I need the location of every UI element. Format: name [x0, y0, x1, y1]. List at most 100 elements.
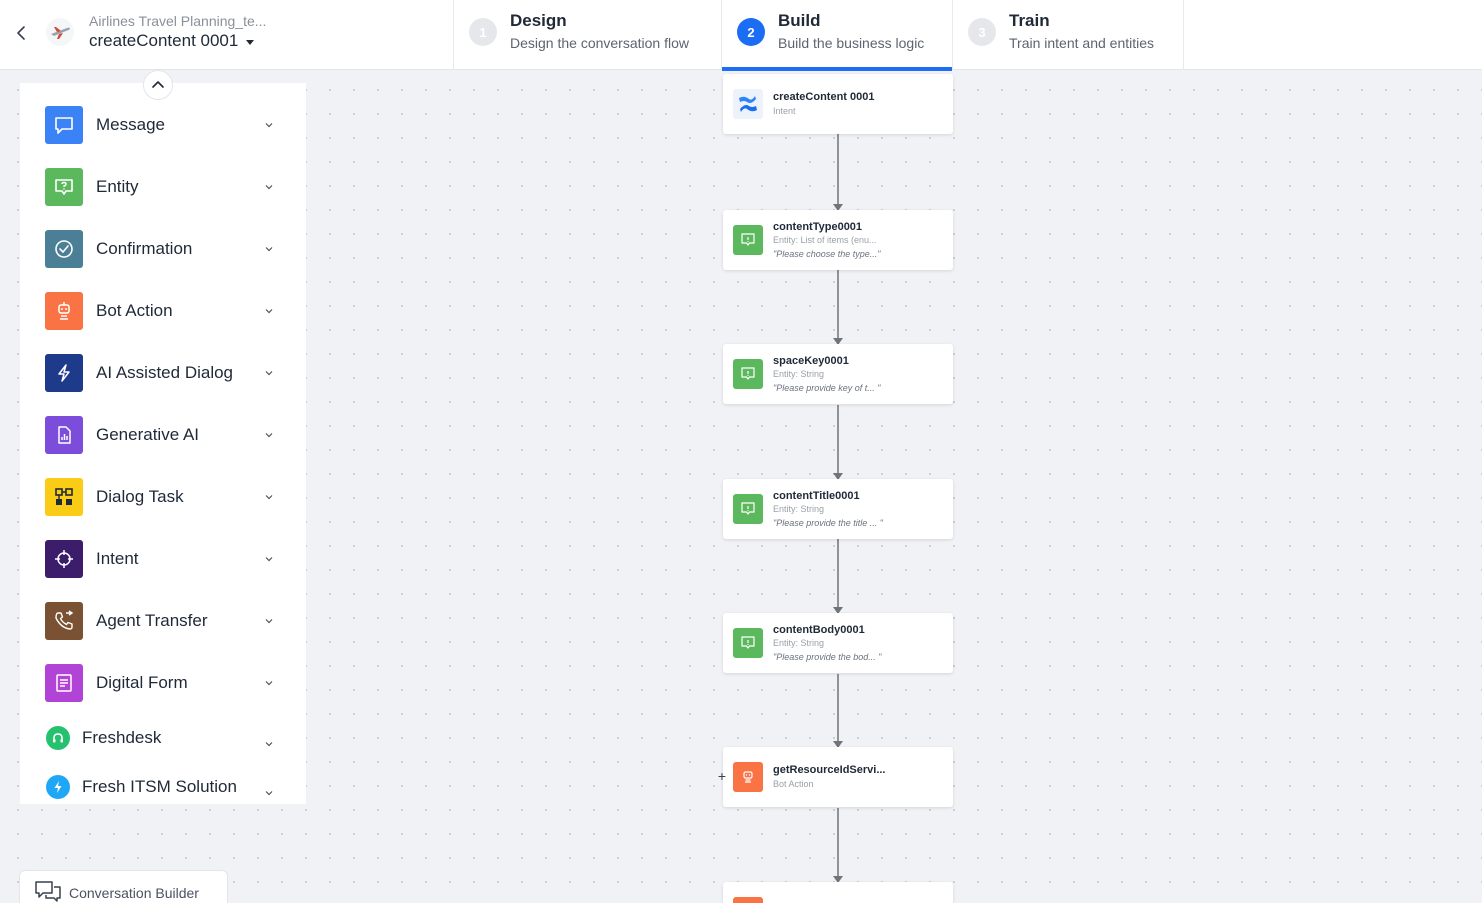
palette-item-message[interactable]: Message — [20, 100, 306, 150]
generative-ai-icon — [45, 416, 83, 454]
chevron-up-icon — [152, 81, 164, 88]
bot-action-icon — [733, 762, 763, 792]
chevron-down-icon — [265, 309, 273, 314]
flow-connector — [833, 808, 843, 883]
palette-item-label: Fresh ITSM Solution — [82, 777, 237, 796]
palette-item-fresh-itsm-solution[interactable]: Fresh ITSM Solution — [20, 762, 306, 804]
palette-item-freshdesk[interactable]: Freshdesk — [20, 713, 306, 763]
step-subtitle: Train intent and entities — [1009, 35, 1155, 51]
confirmation-icon — [45, 230, 83, 268]
palette-item-label: Dialog Task — [96, 487, 184, 506]
node-subtitle: Entity: String — [773, 504, 825, 514]
conversation-builder-label: Conversation Builder — [69, 885, 199, 901]
node-prompt: "Please choose the type..." — [773, 249, 881, 259]
caret-down-icon — [246, 40, 255, 45]
node-title: contentBody0001 — [773, 624, 865, 636]
step-build[interactable]: 2 Build Build the business logic — [722, 0, 953, 71]
airplane-logo-icon — [46, 18, 74, 46]
chevron-down-icon — [265, 681, 273, 686]
palette-item-dialog-task[interactable]: Dialog Task — [20, 472, 306, 522]
palette-item-bot-action[interactable]: Bot Action — [20, 286, 306, 336]
flow-node-bot-action[interactable]: + getResourceIdServi... Bot Action — [718, 747, 953, 807]
chevron-down-icon — [265, 619, 273, 624]
chevron-down-icon — [265, 742, 273, 747]
step-title: Build — [778, 11, 821, 30]
digital-form-icon — [45, 664, 83, 702]
entity-icon — [45, 168, 83, 206]
palette-item-intent[interactable]: Intent — [20, 534, 306, 584]
node-subtitle: Entity: String — [773, 369, 825, 379]
entity-icon — [733, 628, 763, 658]
node-palette: Message Entity Confirmation Bot Action A… — [20, 83, 306, 804]
step-number: 2 — [737, 18, 765, 46]
node-subtitle: Entity: List of items (enu... — [773, 235, 877, 245]
palette-item-label: Generative AI — [96, 425, 200, 444]
node-prompt: "Please provide the bod... " — [773, 652, 882, 662]
palette-item-entity[interactable]: Entity — [20, 162, 306, 212]
flow-node-entity[interactable]: spaceKey0001 Entity: String "Please prov… — [723, 344, 953, 404]
message-icon — [45, 106, 83, 144]
chevron-down-icon — [265, 433, 273, 438]
palette-item-label: AI Assisted Dialog — [96, 363, 234, 382]
palette-item-label: Confirmation — [96, 239, 193, 258]
step-number: 1 — [469, 18, 497, 46]
flow-connector — [833, 270, 843, 345]
chevron-down-icon — [265, 185, 273, 190]
flow-node-intent[interactable]: createContent 0001 Intent — [723, 74, 953, 134]
step-train[interactable]: 3 Train Train intent and entities — [953, 0, 1184, 70]
node-prompt: "Please provide the title ... " — [773, 518, 883, 528]
node-subtitle: Intent — [773, 106, 796, 116]
entity-icon — [733, 359, 763, 389]
palette-item-label: Entity — [96, 177, 139, 196]
chevron-down-icon — [265, 371, 273, 376]
flow-node-bot-action[interactable] — [723, 882, 953, 903]
collapse-palette-button[interactable] — [143, 70, 173, 100]
palette-item-label: Intent — [96, 549, 139, 568]
palette-item-label: Message — [96, 115, 165, 134]
flow-node-entity[interactable]: contentType0001 Entity: List of items (e… — [723, 210, 953, 270]
app-name: Airlines Travel Planning_te... — [89, 13, 267, 29]
chevron-down-icon — [265, 247, 273, 252]
step-design[interactable]: 1 Design Design the conversation flow — [454, 0, 722, 70]
palette-item-confirmation[interactable]: Confirmation — [20, 224, 306, 274]
fresh-itsm-icon — [46, 775, 70, 799]
palette-item-label: Freshdesk — [82, 728, 162, 747]
confluence-icon — [733, 89, 763, 119]
freshdesk-icon — [46, 726, 70, 750]
flow-connector — [833, 539, 843, 614]
node-title: getResourceIdServi... — [773, 764, 886, 776]
task-name-label: createContent 0001 — [89, 31, 239, 50]
chevron-down-icon — [265, 791, 273, 796]
back-arrow-icon[interactable] — [10, 22, 32, 44]
palette-item-digital-form[interactable]: Digital Form — [20, 658, 306, 708]
add-node-button[interactable]: + — [717, 768, 727, 784]
step-title: Design — [510, 11, 567, 30]
node-title: contentType0001 — [773, 221, 863, 233]
step-number: 3 — [968, 18, 996, 46]
chevron-down-icon — [265, 123, 273, 128]
node-title: spaceKey0001 — [773, 355, 849, 367]
step-subtitle: Build the business logic — [778, 35, 925, 51]
palette-item-label: Agent Transfer — [96, 611, 208, 630]
palette-item-label: Bot Action — [96, 301, 173, 320]
node-subtitle: Entity: String — [773, 638, 825, 648]
chevron-down-icon — [265, 495, 273, 500]
top-header: Airlines Travel Planning_te... createCon… — [0, 0, 1482, 71]
node-title: createContent 0001 — [773, 91, 875, 103]
palette-item-ai-assisted-dialog[interactable]: AI Assisted Dialog — [20, 348, 306, 398]
chat-bubbles-icon — [35, 881, 61, 902]
bot-action-icon — [733, 897, 763, 903]
dialog-task-icon — [45, 478, 83, 516]
bot-action-icon — [45, 292, 83, 330]
task-name-dropdown[interactable]: createContent 0001 — [89, 31, 255, 51]
node-subtitle: Bot Action — [773, 779, 814, 789]
flow-node-entity[interactable]: contentTitle0001 Entity: String "Please … — [723, 479, 953, 539]
app-info: Airlines Travel Planning_te... createCon… — [0, 0, 454, 70]
conversation-builder-tab[interactable]: Conversation Builder — [19, 870, 228, 903]
palette-item-agent-transfer[interactable]: Agent Transfer — [20, 596, 306, 646]
node-title: contentTitle0001 — [773, 490, 860, 502]
flow-node-entity[interactable]: contentBody0001 Entity: String "Please p… — [723, 613, 953, 673]
palette-item-generative-ai[interactable]: Generative AI — [20, 410, 306, 460]
palette-item-label: Digital Form — [96, 673, 188, 692]
chevron-down-icon — [265, 557, 273, 562]
